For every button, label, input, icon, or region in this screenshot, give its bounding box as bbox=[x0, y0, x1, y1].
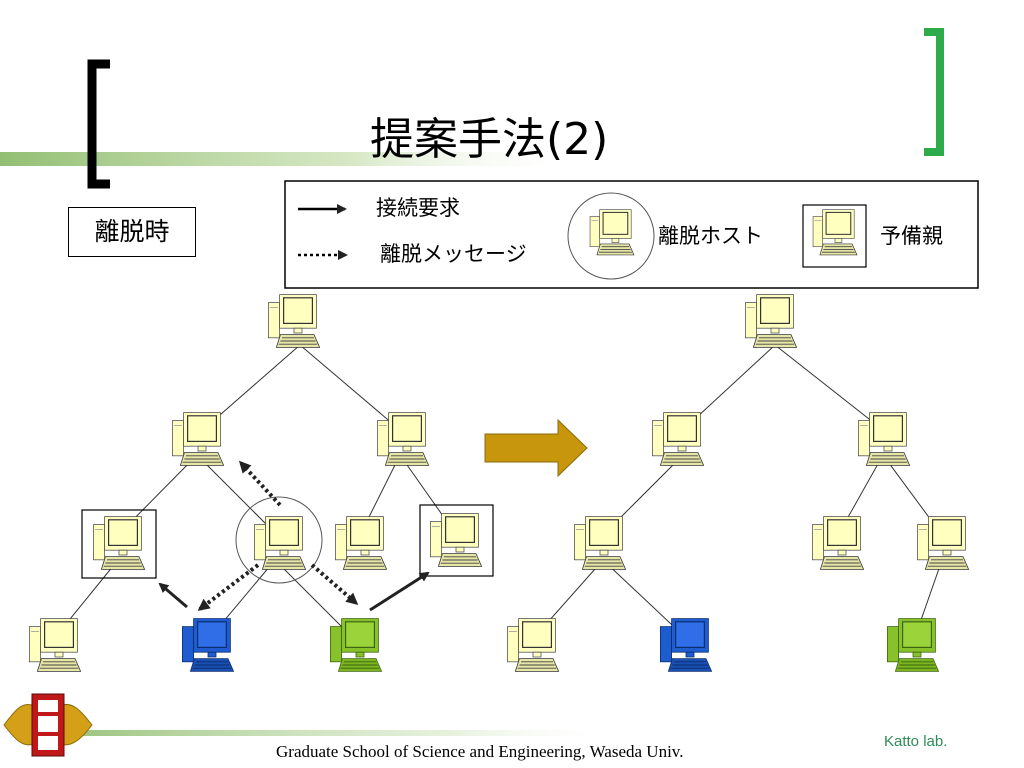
computer-icon bbox=[651, 412, 705, 466]
legend-connection-request-label: 接続要求 bbox=[376, 196, 460, 220]
computer-icon bbox=[429, 512, 483, 568]
computer-icon bbox=[181, 617, 235, 673]
legend-leaving-host-label: 離脱ホスト bbox=[658, 224, 763, 248]
right-tree-edges bbox=[531, 344, 943, 641]
lab-name: Katto lab. bbox=[884, 733, 948, 750]
computer-icon bbox=[886, 617, 940, 673]
leave-message-arrow bbox=[197, 563, 260, 611]
footer-text: Graduate School of Science and Engineeri… bbox=[276, 742, 684, 761]
footer-bar bbox=[60, 730, 620, 736]
connection-request-arrow bbox=[158, 582, 188, 609]
university-logo-icon bbox=[3, 693, 93, 757]
page-title: 提案手法(2) bbox=[370, 114, 609, 165]
leave-message-arrow bbox=[238, 460, 282, 507]
backup-parent-box bbox=[419, 504, 494, 577]
computer-icon bbox=[744, 294, 798, 348]
computer-icon bbox=[334, 515, 388, 571]
legend-backup-parent-label: 予備親 bbox=[880, 224, 943, 248]
computer-icon bbox=[267, 294, 321, 348]
computer-icon bbox=[659, 617, 713, 673]
computer-icon bbox=[916, 515, 970, 571]
left-bracket-icon bbox=[87, 59, 110, 189]
right-arrow-icon bbox=[484, 418, 588, 478]
backup-parent-box bbox=[81, 509, 157, 579]
computer-icon bbox=[171, 412, 225, 466]
computer-icon bbox=[811, 515, 865, 571]
computer-icon bbox=[92, 515, 146, 571]
status-badge: 離脱時 bbox=[68, 207, 196, 257]
computer-icon bbox=[857, 412, 911, 466]
legend-leave-message-label: 離脱メッセージ bbox=[380, 242, 527, 266]
computer-icon bbox=[376, 412, 430, 466]
computer-icon bbox=[253, 515, 307, 571]
connection-request-arrow bbox=[369, 571, 430, 612]
computer-icon bbox=[506, 617, 560, 673]
right-bracket-icon bbox=[924, 28, 944, 156]
title-bar bbox=[0, 152, 580, 166]
leave-message-arrow bbox=[310, 563, 359, 605]
computer-icon bbox=[573, 515, 627, 571]
leaving-host-circle bbox=[235, 496, 323, 584]
computer-icon bbox=[329, 617, 383, 673]
computer-icon bbox=[28, 617, 82, 673]
